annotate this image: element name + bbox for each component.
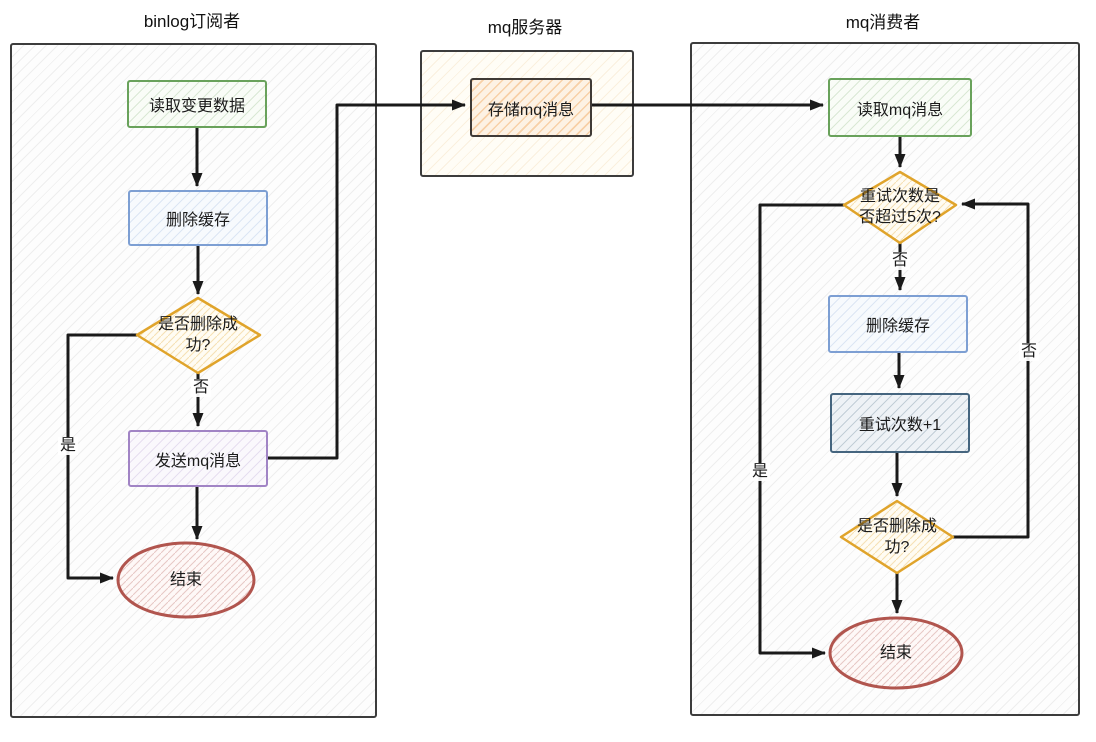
node-read-change-data-label: 读取变更数据 — [148, 98, 245, 115]
terminator-end-2-label: 结束 — [879, 644, 913, 662]
node-delete-cache-1-label: 删除缓存 — [165, 212, 230, 229]
node-retry-increment-label: 重试次数+1 — [858, 417, 942, 434]
diamond-retry-exceeded-label: 重试次数是否超过5次? — [859, 188, 941, 226]
edge-label-yes-2: 是 — [749, 463, 771, 481]
arrow-decision2-no-loop — [953, 198, 1030, 539]
node-store-mq-label: 存储mq消息 — [487, 101, 575, 119]
arrow-decision-yes-to-end — [66, 333, 137, 584]
node-read-change-data: 读取变更数据 — [127, 80, 267, 128]
node-read-mq: 读取mq消息 — [828, 78, 972, 137]
node-delete-cache-2: 删除缓存 — [828, 295, 968, 353]
lane-title-mq-server: mq服务器 — [487, 18, 563, 37]
node-delete-cache-2-label: 删除缓存 — [865, 318, 930, 335]
diamond-delete-success-2 — [839, 499, 955, 575]
diamond-retry-exceeded — [842, 170, 958, 245]
lane-title-mq-consumer: mq消费者 — [845, 13, 921, 32]
edge-label-no-2: 否 — [889, 252, 911, 270]
node-store-mq: 存储mq消息 — [470, 78, 592, 137]
terminator-end-1-label: 结束 — [169, 571, 203, 589]
diamond-delete-success-2-label: 是否删除成功? — [856, 518, 937, 556]
node-read-mq-label: 读取mq消息 — [856, 101, 944, 119]
lane-title-binlog-subscriber: binlog订阅者 — [143, 12, 241, 31]
node-delete-cache-1: 删除缓存 — [128, 190, 268, 246]
lane-mq-server — [420, 50, 634, 177]
diamond-delete-success-1 — [135, 296, 262, 375]
arrow-sendmq-to-storemq — [268, 99, 466, 460]
node-send-mq-label: 发送mq消息 — [154, 452, 242, 470]
edge-label-no-3: 否 — [1018, 343, 1040, 361]
node-send-mq: 发送mq消息 — [128, 430, 268, 487]
terminator-end-2 — [828, 616, 964, 690]
diamond-delete-success-1-label: 是否删除成功? — [157, 316, 238, 354]
edge-label-no-1: 否 — [190, 379, 212, 397]
lane-mq-consumer — [690, 42, 1080, 716]
node-retry-increment: 重试次数+1 — [830, 393, 970, 453]
edge-label-yes-1: 是 — [57, 437, 79, 455]
arrow-retry-yes-to-end — [758, 203, 844, 659]
terminator-end-1 — [116, 541, 256, 619]
